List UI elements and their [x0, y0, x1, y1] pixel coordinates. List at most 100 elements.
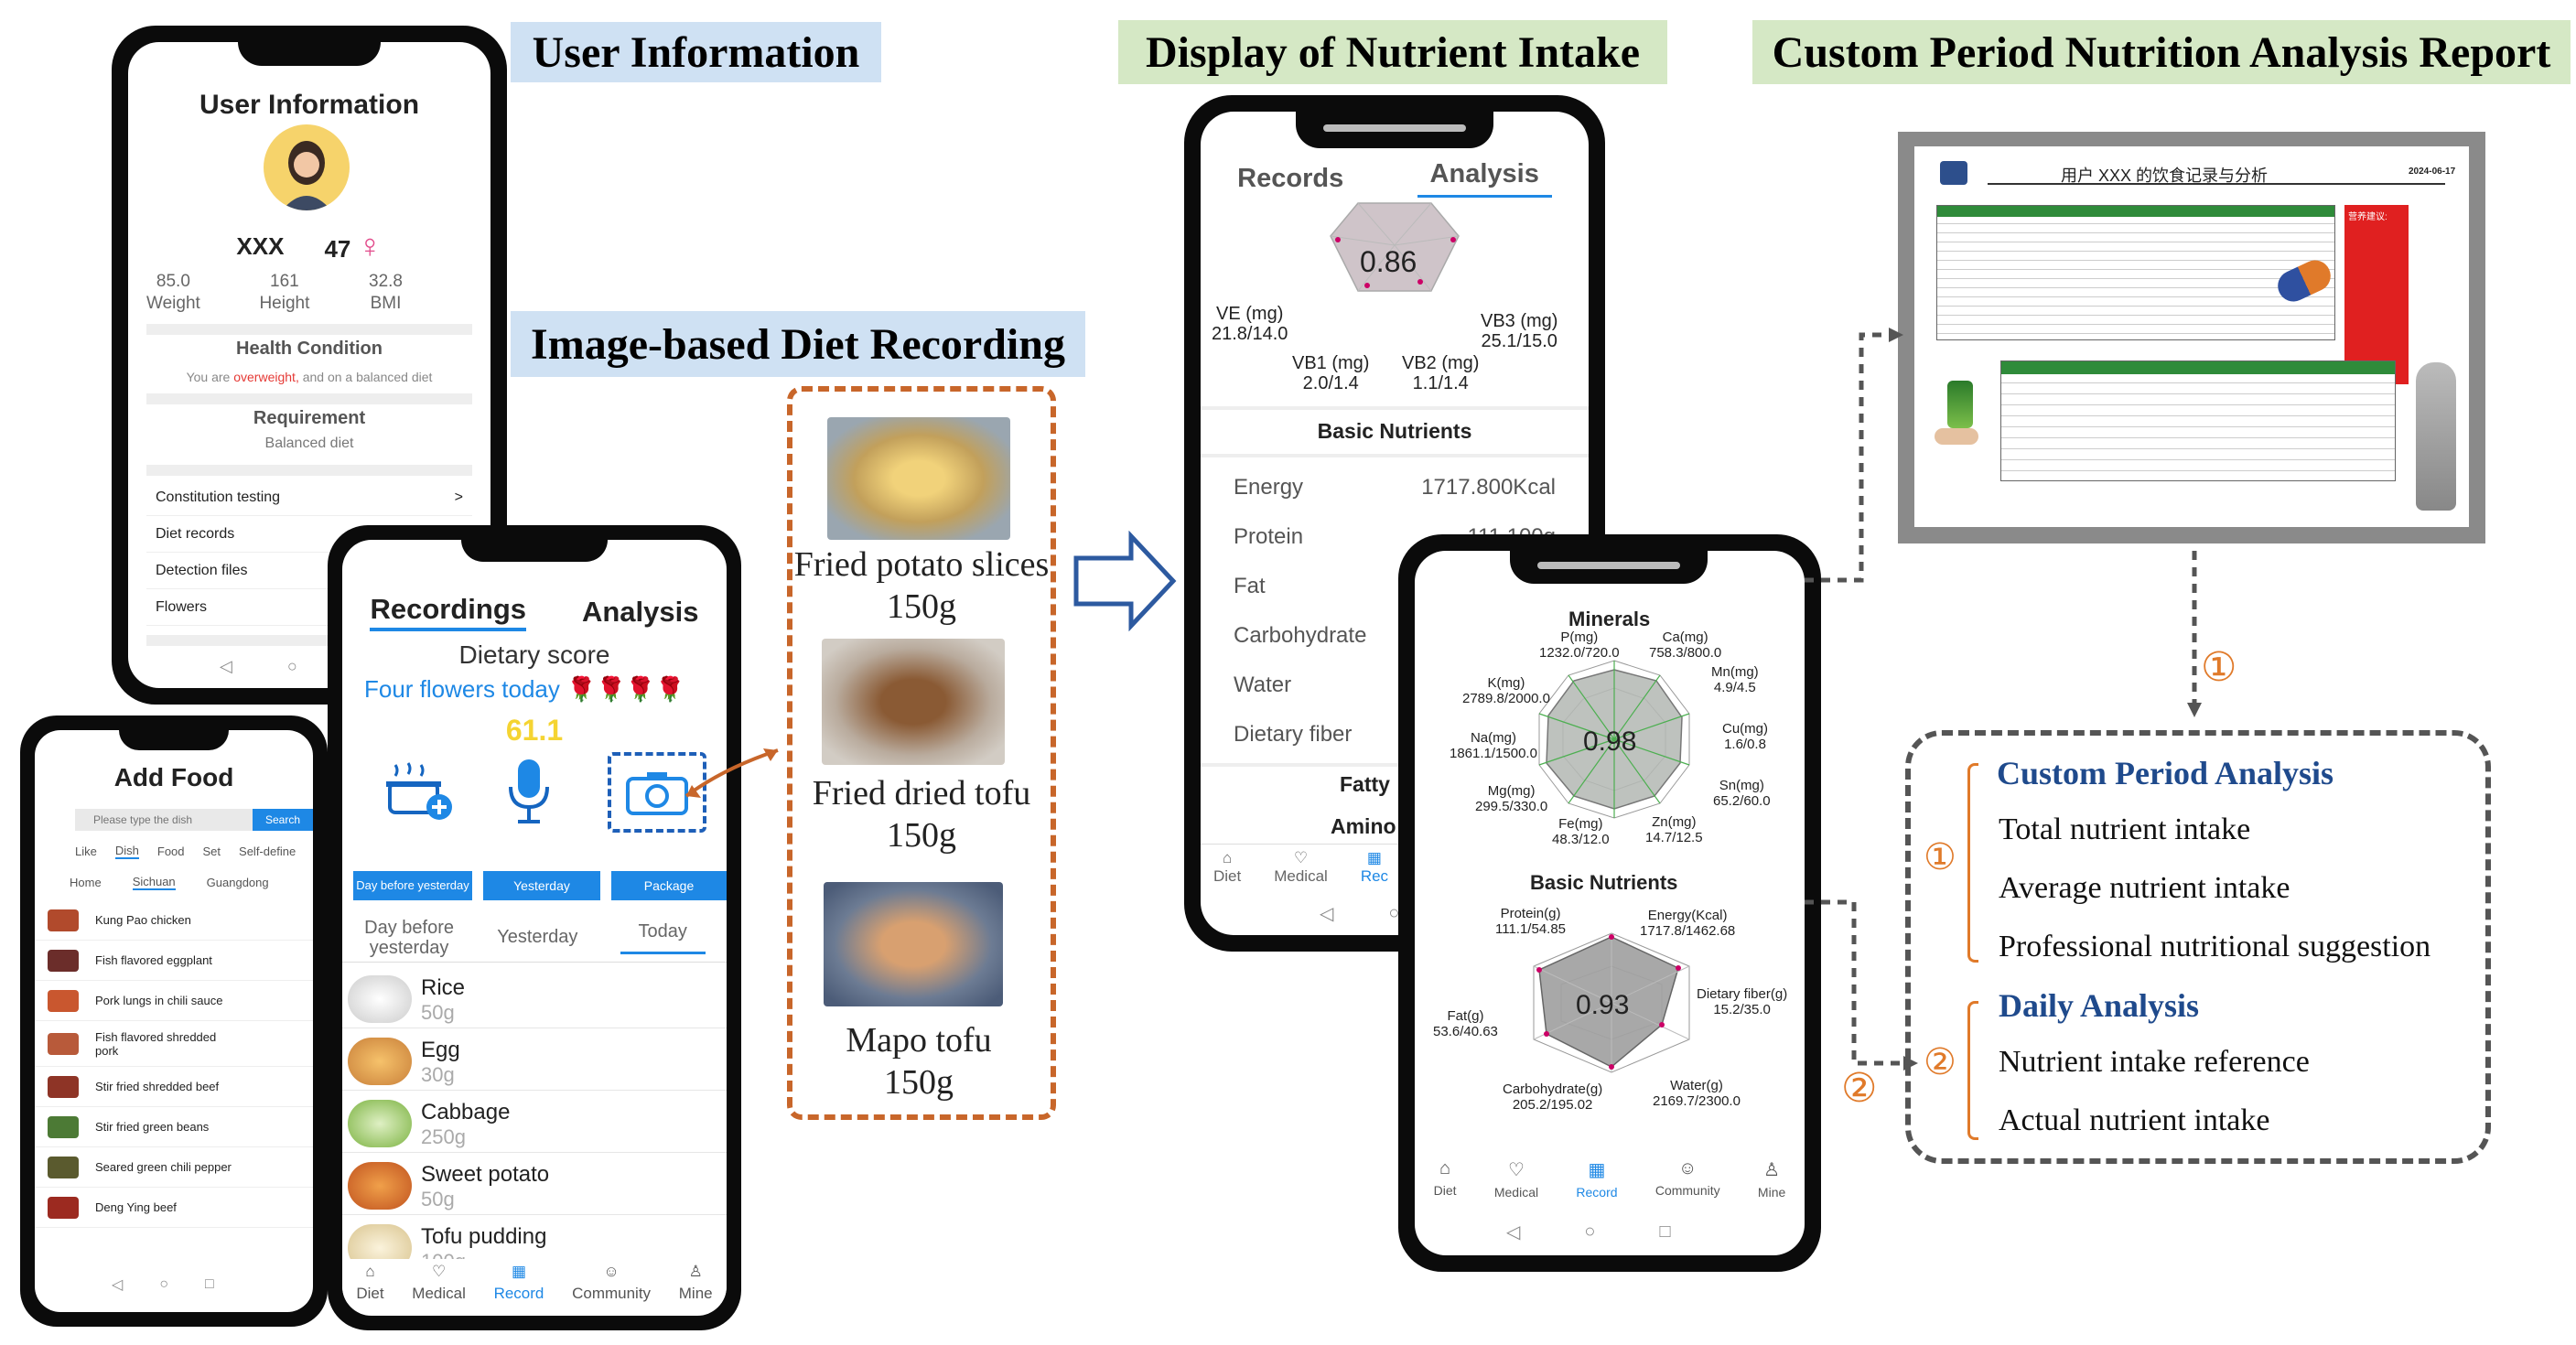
daily-item: Nutrient intake reference [1999, 1045, 2310, 1079]
egg-image [348, 1038, 412, 1085]
calendar-icon: ▦ [1588, 1160, 1606, 1180]
home-icon: ⌂ [1439, 1158, 1451, 1178]
nav-diet[interactable]: ⌂Diet [1213, 849, 1242, 885]
dish-search-input[interactable] [75, 809, 253, 831]
nav-back-icon[interactable]: ◁ [1506, 1222, 1521, 1243]
nav-diet[interactable]: ⌂Diet [356, 1263, 384, 1302]
report-date: 2024-06-17 [2409, 167, 2456, 177]
user-age: 47 ♀ [324, 227, 383, 264]
report-document: 用户 XXX 的饮食记录与分析 2024-06-17 营养建议: [1898, 132, 2485, 543]
human-figure-image [2416, 362, 2456, 511]
mineral-label-cu: Cu(mg)1.6/0.8 [1722, 721, 1769, 752]
score-value: 61.1 [505, 714, 564, 747]
nav-community[interactable]: ☺Community [572, 1263, 652, 1302]
home-icon: ⌂ [1222, 849, 1233, 866]
nav-recent-icon[interactable]: □ [1659, 1221, 1671, 1242]
phone-recordings: Recordings Analysis Dietary score Four f… [328, 525, 741, 1330]
dish-thumbnail [48, 1156, 79, 1178]
dish-thumbnail [48, 989, 79, 1012]
list-item[interactable]: Stir fried shredded beef [35, 1067, 313, 1107]
tab-set[interactable]: Set [202, 845, 221, 858]
microphone-icon[interactable] [501, 756, 556, 829]
tab-recordings[interactable]: Recordings [370, 593, 527, 631]
yesterday-button[interactable]: Yesterday [483, 871, 600, 900]
tab-food[interactable]: Food [156, 845, 185, 858]
nav-home-icon[interactable]: ○ [159, 1276, 168, 1292]
menu-detection-files[interactable]: Detection files [146, 553, 472, 589]
dish-photo [824, 882, 1003, 1006]
custom-item: Total nutrient intake [1999, 812, 2251, 846]
subtab-sichuan[interactable]: Sichuan [132, 875, 176, 890]
tab-records[interactable]: Records [1237, 163, 1344, 193]
subtab-home[interactable]: Home [70, 876, 102, 889]
tab-analysis[interactable]: Analysis [581, 596, 699, 628]
nav-back-icon[interactable]: ◁ [220, 657, 232, 675]
day-before-yesterday-button[interactable]: Day before yesterday [353, 871, 472, 900]
report-summary-table [1936, 205, 2335, 340]
list-item[interactable]: Seared green chili pepper [35, 1147, 313, 1188]
nav-home-icon[interactable]: ○ [1584, 1221, 1596, 1242]
tab-self-define[interactable]: Self-define [239, 845, 296, 858]
menu-flowers[interactable]: Flowers [146, 589, 472, 626]
tab-day-before-yesterday[interactable]: Day before yesterday [364, 917, 454, 958]
recordings-screen: Recordings Analysis Dietary score Four f… [342, 540, 727, 1316]
tab-dish[interactable]: Dish [114, 844, 139, 859]
nav-medical[interactable]: ♡Medical [1274, 849, 1328, 885]
package-button[interactable]: Package [611, 871, 727, 900]
tab-yesterday[interactable]: Yesterday [497, 927, 578, 947]
nav-medical[interactable]: ♡Medical [412, 1263, 466, 1302]
nutrient-row-dietary-fiber: Dietary fiber [1234, 722, 1353, 747]
community-icon: ☺ [1678, 1158, 1698, 1178]
nav-home-icon[interactable]: ○ [286, 657, 297, 675]
basic-nutrients-radar-chart [1533, 932, 1690, 1073]
nav-recent-icon[interactable]: □ [204, 1276, 214, 1292]
camera-to-photos-arrow [684, 748, 779, 798]
nav-medical[interactable]: ♡Medical [1493, 1160, 1539, 1200]
report-daily-table [2000, 360, 2396, 481]
nav-record[interactable]: ▦Record [1576, 1160, 1618, 1200]
tab-like[interactable]: Like [75, 845, 97, 858]
tab-analysis[interactable]: Analysis [1417, 159, 1552, 198]
search-button[interactable]: Search [253, 809, 313, 831]
subtab-guangdong[interactable]: Guangdong [206, 876, 269, 889]
nav-record[interactable]: ▦Rec [1360, 849, 1389, 885]
vit-label-vb3: VB3 (mg)25.1/15.0 [1481, 311, 1558, 351]
nav-home-icon[interactable]: ○ [1388, 903, 1400, 923]
add-food-screen: Add Food Search Like Dish Food Set Self-… [35, 730, 313, 1312]
list-item[interactable]: Fish flavored eggplant [35, 941, 313, 981]
chevron-right-icon: > [454, 489, 463, 505]
daily-analysis-title: Daily Analysis [1999, 987, 2200, 1024]
dish-thumbnail [48, 1115, 79, 1138]
nav-back-icon[interactable]: ◁ [1320, 904, 1334, 924]
nav-diet[interactable]: ⌂Diet [1433, 1158, 1457, 1198]
nav-back-icon[interactable]: ◁ [112, 1277, 124, 1293]
nav-community[interactable]: ☺Community [1654, 1158, 1720, 1198]
list-item[interactable]: Pork lungs in chili sauce [35, 981, 313, 1021]
list-item[interactable]: Deng Ying beef [35, 1188, 313, 1228]
list-item[interactable]: Stir fried green beans [35, 1107, 313, 1147]
nav-mine[interactable]: ♙Mine [1757, 1160, 1786, 1200]
nav-mine[interactable]: ♙Mine [678, 1263, 713, 1302]
amino-acid-label: Amino [1331, 814, 1396, 838]
vit-label-vb2: VB2 (mg)1.1/1.4 [1402, 353, 1480, 393]
list-item[interactable]: Fish flavored shredded pork [35, 1021, 313, 1067]
cooking-pot-icon[interactable] [384, 756, 458, 823]
report-title: 用户 XXX 的饮食记录与分析 [2061, 167, 2269, 185]
medical-icon: ♡ [431, 1263, 447, 1280]
menu-constitution-testing[interactable]: Constitution testing> [146, 479, 472, 516]
nav-record[interactable]: ▦Record [493, 1263, 544, 1302]
tab-today[interactable]: Today [620, 921, 706, 954]
user-name: XXX [236, 231, 285, 260]
header-display-nutrient-intake: Display of Nutrient Intake [1118, 20, 1667, 84]
list-item[interactable]: Kung Pao chicken [35, 900, 313, 941]
mineral-label-ca: Ca(mg)758.3/800.0 [1649, 629, 1722, 661]
custom-period-bracket [1967, 763, 1978, 963]
